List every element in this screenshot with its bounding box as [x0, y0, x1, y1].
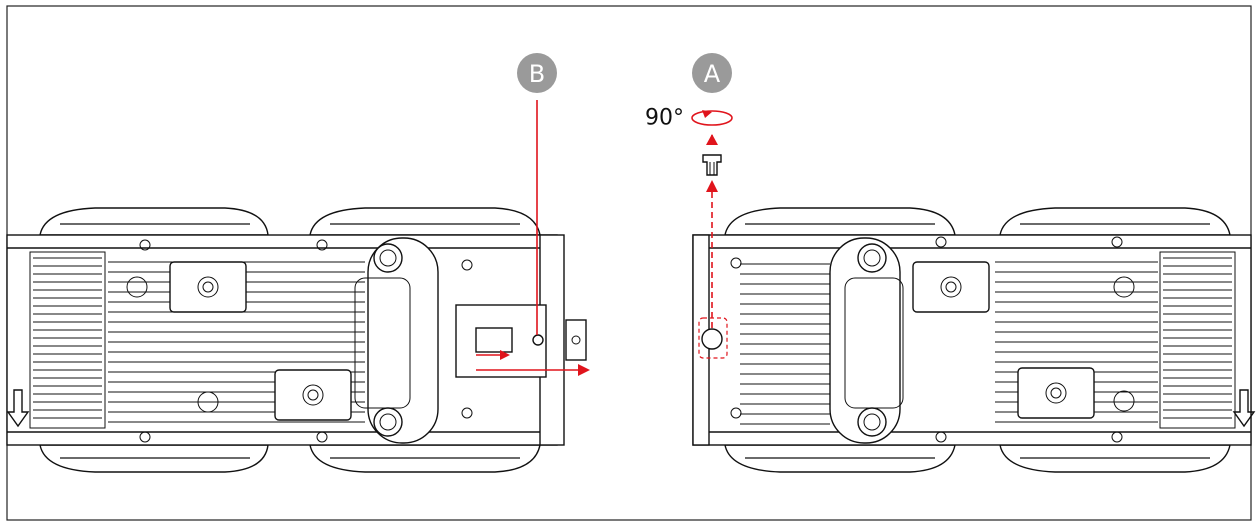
left-fixture	[6, 207, 587, 473]
callout-a-badge	[692, 53, 732, 93]
right-mount-plate-1	[912, 261, 990, 313]
rotation-label: 90°	[645, 106, 684, 131]
left-down-arrow-icon	[6, 389, 30, 428]
latch-b-point	[532, 334, 544, 346]
callout-a: A 90°	[645, 53, 733, 330]
left-mount-plate-2	[274, 369, 352, 421]
callout-a-label: A	[704, 60, 721, 88]
pin-a-hole	[701, 328, 723, 350]
left-handle	[367, 237, 439, 444]
pin-a	[702, 154, 722, 176]
rotate-arrow-icon	[691, 110, 733, 126]
left-top-wheel-1	[39, 207, 269, 236]
right-fixture	[692, 207, 1256, 473]
latch-slide-arrows	[476, 350, 590, 376]
right-handle	[829, 237, 901, 444]
left-vent-block	[29, 251, 106, 429]
right-mount-plate-2	[1017, 367, 1095, 419]
right-top-wheel-1	[724, 207, 956, 236]
pin-a-highlight	[698, 317, 728, 359]
left-connector	[565, 319, 587, 361]
right-down-arrow-icon	[1232, 389, 1256, 428]
left-mount-plate-1	[169, 261, 247, 313]
left-top-wheel-2	[309, 207, 541, 236]
right-top-wheel-2	[999, 207, 1231, 236]
right-vent-block	[1159, 251, 1236, 429]
left-latch	[475, 327, 513, 353]
callout-b: B	[517, 53, 557, 335]
callout-b-label: B	[529, 60, 545, 88]
callout-b-badge	[517, 53, 557, 93]
